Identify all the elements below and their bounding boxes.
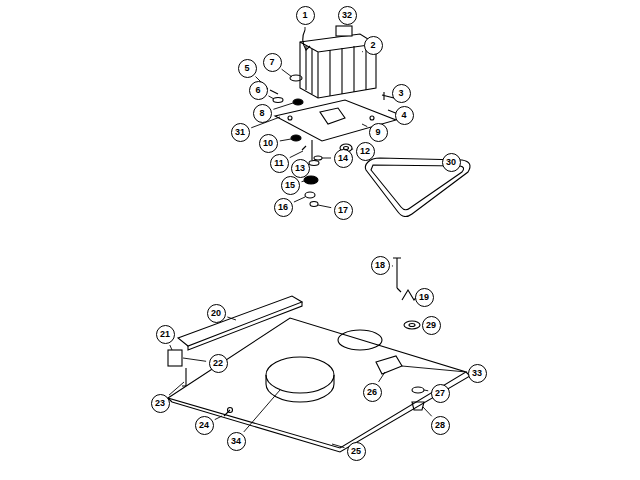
leader-line <box>322 158 331 159</box>
leader-line <box>268 96 274 99</box>
leader-line <box>392 265 393 266</box>
leader-line <box>332 444 344 448</box>
leader-line <box>302 181 304 183</box>
callout-number: 20 <box>207 304 226 323</box>
leader-line <box>318 205 331 208</box>
leader-line <box>362 51 364 53</box>
callout-number: 7 <box>263 53 282 72</box>
callout-number: 31 <box>231 123 250 142</box>
callout-number: 1 <box>296 6 315 25</box>
callout-number: 26 <box>363 383 382 402</box>
callout-number: 18 <box>371 256 390 275</box>
callout-number: 14 <box>334 149 353 168</box>
leader-line <box>379 372 385 382</box>
leader-line <box>170 345 172 350</box>
callout-number: 23 <box>151 394 170 413</box>
leader-line <box>294 197 305 202</box>
leader-line <box>169 382 184 395</box>
leader-line <box>402 366 465 372</box>
callout-number: 15 <box>281 176 300 195</box>
callout-number: 19 <box>415 288 434 307</box>
callout-number: 9 <box>369 123 388 142</box>
callout-number: 21 <box>156 325 175 344</box>
leader-line <box>352 149 353 150</box>
callout-number: 4 <box>395 106 414 125</box>
callout-number: 16 <box>274 198 293 217</box>
callout-number: 22 <box>209 354 228 373</box>
callout-number: 32 <box>338 6 357 25</box>
callout-number: 13 <box>291 159 310 178</box>
leader-line <box>290 151 303 158</box>
callout-number: 12 <box>356 142 375 161</box>
callout-number: 6 <box>249 81 268 100</box>
callout-number: 30 <box>442 153 461 172</box>
callout-number: 27 <box>431 384 450 403</box>
leader-line <box>424 390 428 392</box>
callout-number: 5 <box>238 59 257 78</box>
callout-number: 29 <box>422 316 441 335</box>
callout-number: 8 <box>253 104 272 123</box>
leader-line <box>244 390 280 432</box>
callout-number: 25 <box>347 442 366 461</box>
leader-line <box>273 103 293 109</box>
callout-number: 3 <box>392 84 411 103</box>
callout-number: 10 <box>259 134 278 153</box>
callout-number: 11 <box>270 154 289 173</box>
callout-number: 24 <box>195 416 214 435</box>
callout-number: 28 <box>431 416 450 435</box>
leader-line <box>282 69 292 77</box>
leader-line <box>423 407 432 416</box>
callout-number: 17 <box>334 201 353 220</box>
leader-line <box>305 27 306 30</box>
callout-number: 34 <box>227 432 246 451</box>
leader-line <box>227 317 236 320</box>
leader-line <box>280 139 291 141</box>
callout-number: 2 <box>364 36 383 55</box>
leader-line <box>362 124 367 127</box>
callout-number: 33 <box>468 364 487 383</box>
leader-line <box>215 416 222 420</box>
leader-line <box>183 358 206 361</box>
